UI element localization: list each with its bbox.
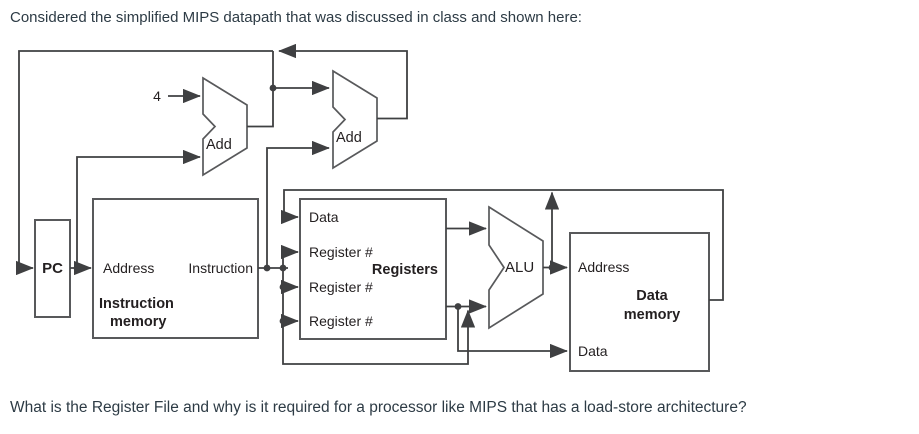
reg-num2-port-label: Register # [309,279,373,295]
registers-title: Registers [372,262,438,278]
imem-address-port-label: Address [103,260,154,276]
branch-adder-shape [332,69,378,170]
junction-dot [73,264,81,272]
diagram-labels: 4 Add Add ALU PC Address Instruction Ins… [42,88,680,359]
alu-shapes [202,69,544,330]
dmem-data-port-label: Data [578,343,608,359]
wire-writeback-rail [280,189,724,301]
data-memory-box [569,232,710,372]
junction-dot [279,264,287,272]
junction-dots [73,84,556,325]
question-text: What is the Register File and why is it … [10,399,747,416]
junction-dot [263,264,271,272]
junction-dot [269,84,277,92]
pc-label: PC [42,260,63,277]
wire-offset-to-branch-adder [266,140,330,268]
wire-pc-feedback [15,50,273,276]
junction-dot [279,283,287,291]
junction-dot [454,303,462,310]
dmem-title-line2: memory [624,307,680,323]
imem-title-line1: Instruction [99,296,174,312]
alu-shape [488,205,544,330]
registers-box [299,198,447,340]
pc-plus4-adder-shape [202,76,248,177]
imem-instruction-port-label: Instruction [188,260,253,276]
dmem-title-line1: Data [636,288,668,304]
pc-plus4-adder-label: Add [206,137,232,153]
alu-label: ALU [505,259,534,276]
wire-instruction-bus [282,252,476,365]
branch-adder-label: Add [336,130,362,146]
dmem-address-port-label: Address [578,259,629,275]
wire-write-data [457,306,568,359]
const4-label: 4 [153,88,161,104]
wire-branch-adder-out [278,43,408,120]
junction-dot [279,317,287,325]
wire-pc-to-adder [76,149,201,268]
wire-pc4-adder-out [247,51,274,128]
reg-num1-port-label: Register # [309,244,373,260]
imem-title-line2: memory [110,314,166,330]
reg-num3-port-label: Register # [309,313,373,329]
junction-dot [548,264,556,271]
question-intro-text: Considered the simplified MIPS datapath … [10,9,582,26]
reg-data-port-label: Data [309,209,339,225]
